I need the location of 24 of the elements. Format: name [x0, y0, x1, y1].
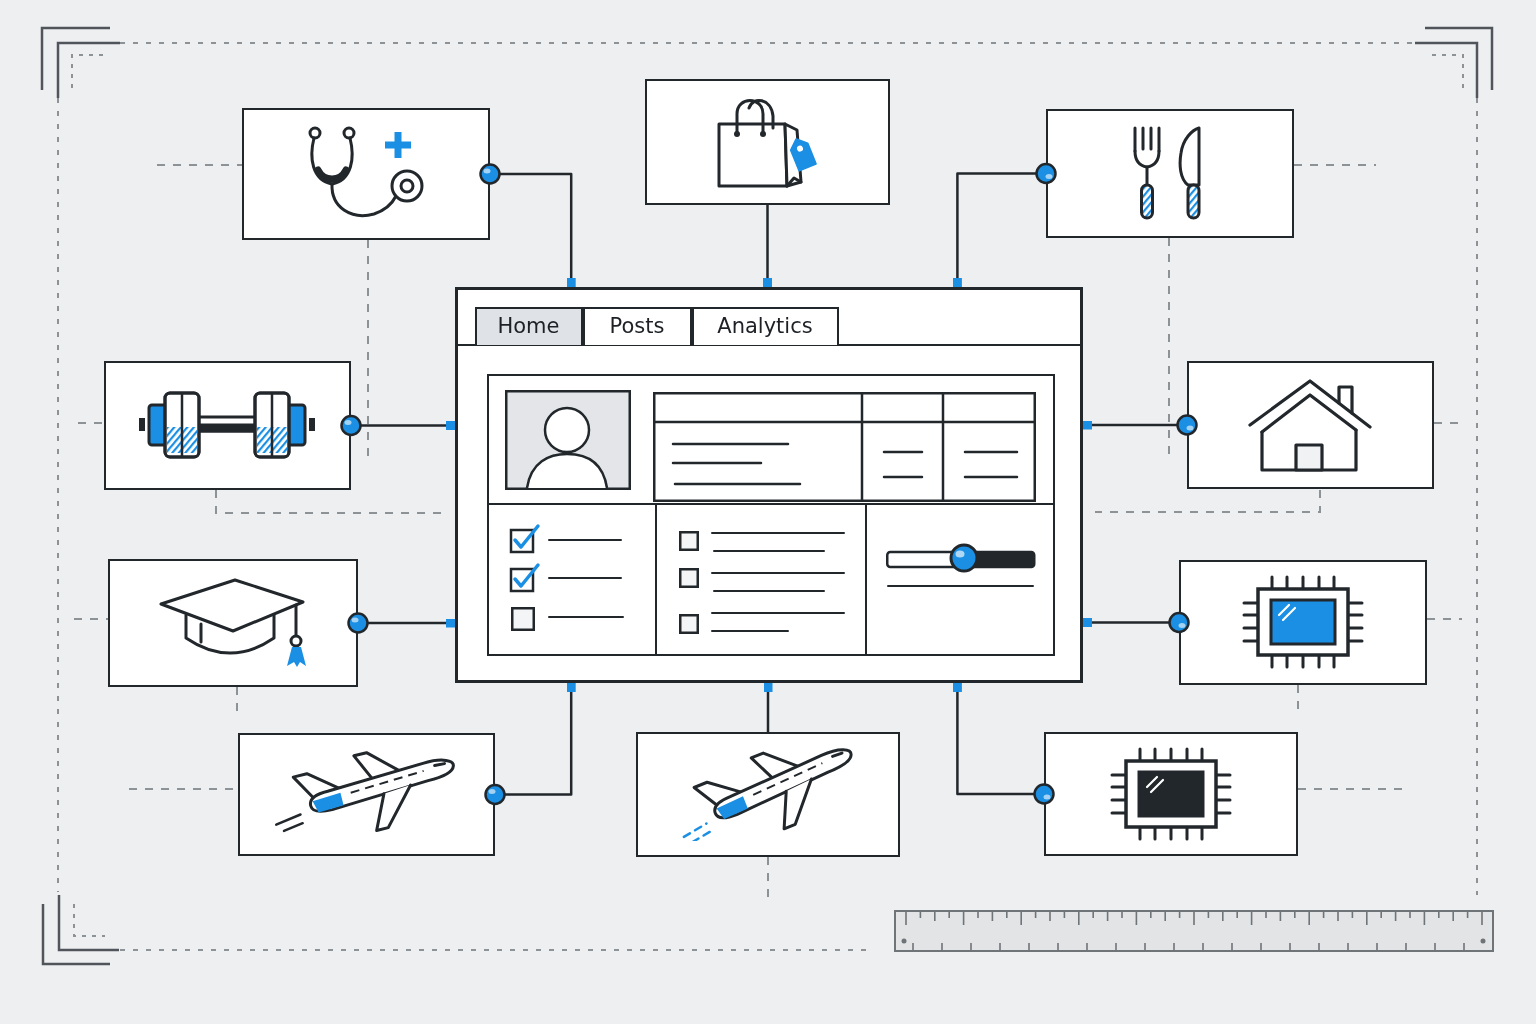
connector-line: [952, 683, 1055, 805]
tab: Posts: [582, 306, 692, 345]
picture-card: [238, 733, 495, 856]
connector-line: [484, 683, 576, 806]
picture-card: [1187, 361, 1434, 489]
connector-line: [763, 683, 773, 732]
picture-card: [1179, 560, 1427, 685]
app-window: [455, 287, 1083, 683]
connector-line: [479, 163, 576, 287]
picture-card: [242, 108, 490, 240]
picture-card: [1046, 109, 1294, 238]
connector-line: [347, 612, 455, 634]
tab: Analytics: [691, 306, 839, 345]
picture-card: [645, 79, 890, 205]
picture-card: [636, 732, 900, 857]
connector-line: [340, 414, 455, 437]
connector-line: [952, 162, 1057, 287]
connector-line: [1083, 611, 1190, 634]
picture-card: [104, 361, 351, 490]
picture-card: [108, 559, 358, 687]
connector-line: [1083, 414, 1198, 436]
connector-line: [763, 205, 772, 287]
active-tab: Home: [474, 306, 583, 345]
picture-card: [1044, 732, 1298, 856]
